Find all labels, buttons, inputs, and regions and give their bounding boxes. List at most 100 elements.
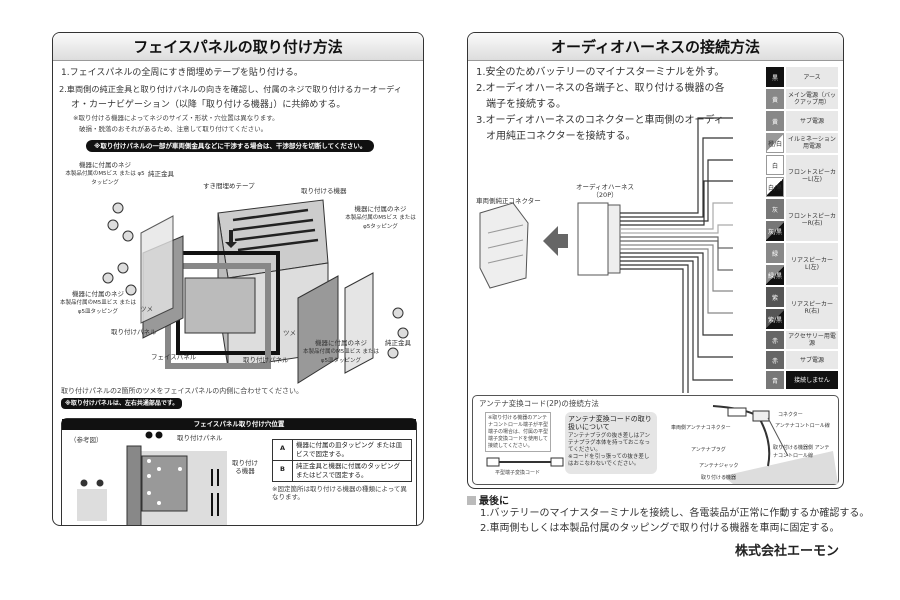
- wire-label: リアスピーカーR(右): [786, 287, 838, 329]
- step: 1.フェイスパネルの全周にすき間埋めテープを貼り付ける。: [61, 68, 303, 78]
- antenna-box: アンテナ変換コード(2P)の接続方法 ※取り付ける機器のアンテナコントロール端子…: [472, 395, 839, 485]
- label: 取り付けパネル: [243, 356, 289, 364]
- label: ツメ: [283, 329, 296, 337]
- step: 3.オーディオハーネスのコネクターと車両側のオーディ: [476, 115, 724, 126]
- label: 車両側アンテナコネクター: [671, 425, 731, 431]
- final-title: 最後に: [479, 496, 509, 507]
- step: 端子を接続する。: [486, 99, 566, 110]
- face-panel-section: フェイスパネルの取り付け方法 1.フェイスパネルの全周にすき間埋めテープを貼り付…: [52, 32, 424, 526]
- antenna-note: ※取り付ける機器のアンテナコントロール端子が平型端子の場合は、付属の平型端子変換…: [485, 412, 551, 452]
- wire-row: 赤アクセサリー用電源: [766, 331, 838, 349]
- wire-label: リアスピーカーL(左): [786, 243, 838, 285]
- section-title: オーディオハーネスの接続方法: [468, 33, 843, 61]
- label: 平型端子変換コード: [495, 470, 541, 476]
- wire-color: 黄: [766, 111, 784, 131]
- label: アンテナプラグ: [691, 447, 726, 453]
- label: 車両側純正コネクター: [476, 197, 541, 205]
- square-icon: [467, 496, 476, 505]
- label: 機器に付属のネジ本製品付属のM5ビス または φ5タッピング: [65, 161, 145, 186]
- label: 機器に付属のネジ本製品付属のM5ビス または φ5タッピング: [345, 205, 416, 230]
- wire-label: アクセサリー用電源: [786, 331, 838, 349]
- label: 機器に付属のネジ本製品付属のM5皿ビス または φ5皿タッピング: [303, 339, 379, 364]
- section-title: フェイスパネルの取り付け方法: [53, 33, 423, 61]
- marker-a: A: [273, 440, 293, 460]
- label: 取り付ける機器: [301, 187, 347, 195]
- step: 2.オーディオハーネスの各端子と、取り付ける機器の各: [476, 83, 725, 94]
- wire-color: 赤: [766, 331, 784, 349]
- hole-diagram: [77, 431, 227, 525]
- label: アンテナコントロール線: [775, 423, 830, 429]
- harness-section: オーディオハーネスの接続方法 1.安全のためバッテリーのマイナスターミナルを外す…: [467, 32, 844, 489]
- claw-note: 取り付けパネルの2箇所のツメをフェイスパネルの内側に合わせてください。: [61, 387, 304, 395]
- company-name: 株式会社エーモン: [735, 544, 840, 559]
- legend-a-text: 機器に付属の皿タッピング または皿ビスで固定する。: [296, 441, 403, 458]
- label: 機器に付属のネジ本製品付属のM5皿ビス または φ5皿タッピング: [60, 290, 136, 315]
- wire-row: 黒アース: [766, 67, 838, 87]
- antenna-title: アンテナ変換コード(2P)の接続方法: [479, 399, 599, 408]
- antenna-diagram: [712, 405, 838, 484]
- step: オ用純正コネクターを接続する。: [486, 131, 636, 142]
- wire-row: 灰灰/黒フロントスピーカーR(右): [766, 199, 838, 241]
- step: 1.安全のためバッテリーのマイナスターミナルを外す。: [476, 67, 725, 78]
- wire-color: 橙/白: [766, 133, 784, 153]
- label: 純正金具: [385, 339, 411, 347]
- wire-row: 橙/白イルミネーション用電源: [766, 133, 838, 153]
- label: 取り付ける機器: [701, 475, 737, 481]
- wire-label: サブ電源: [786, 111, 838, 131]
- wire-row: 緑緑/黒リアスピーカーL(左): [766, 243, 838, 285]
- note: ※取り付ける機器によってネジのサイズ・形状・穴位置は異なります。: [73, 114, 279, 122]
- wire-color: 灰/黒: [766, 221, 784, 241]
- handling-note: ※コードを引っ張っての抜き差しはおこなわないでください。: [568, 454, 650, 467]
- hole-box-title: フェイスパネル取り付け穴位置: [62, 419, 416, 430]
- harness-diagram: [479, 117, 733, 393]
- handling-box: アンテナ変換コードの取り扱いについて アンテナプラグの抜き差しはアンテナプラグ本…: [565, 412, 657, 474]
- cord-icon: [486, 457, 564, 467]
- legend-b-text: 純正金具と機器に付属のタッピング またはビスで固定する。: [296, 462, 400, 479]
- label: 取り付ける機器側 アンテナコントロール線: [773, 445, 830, 459]
- wire-color: 黄: [766, 89, 784, 109]
- label: 純正金具: [148, 170, 174, 178]
- wire-label: イルミネーション用電源: [786, 133, 838, 153]
- wire-color: 緑/黒: [766, 265, 784, 285]
- wire-label: 接続しません: [786, 371, 838, 389]
- label: アンテナジャック: [699, 463, 739, 469]
- wire-color: 白: [766, 155, 784, 175]
- wire-label: サブ電源: [786, 351, 838, 369]
- wire-color: 黒: [766, 67, 784, 87]
- wire-color: 赤: [766, 351, 784, 369]
- handling-text: アンテナプラグの抜き差しはアンテナプラグ本体を持っておこなってください。: [568, 433, 651, 453]
- common-part-note: ※取り付けパネルは、左右共通部品です。: [61, 398, 183, 409]
- wire-color: 灰: [766, 199, 784, 219]
- wire-color: 白/黒: [766, 177, 784, 197]
- note: 破損・脱落のおそれがあるため、注意して取り付けてください。: [79, 125, 268, 133]
- wire-row: 赤サブ電源: [766, 351, 838, 369]
- wire-label: フロントスピーカーL(左): [786, 155, 838, 197]
- warning-banner: ※取り付けパネルの一部が車両側金具などに干渉する場合は、干渉部分を切断してくださ…: [86, 140, 375, 152]
- wire-label: フロントスピーカーR(右): [786, 199, 838, 241]
- wire-row: 青接続しません: [766, 371, 838, 389]
- wire-color: 緑: [766, 243, 784, 263]
- wire-row: 紫紫/黒リアスピーカーR(右): [766, 287, 838, 329]
- label: すき間埋めテープ: [203, 182, 255, 190]
- label: 取り付けパネル: [111, 328, 157, 336]
- label: 取り付けパネル: [177, 434, 223, 442]
- label: オーディオハーネス（20P）: [576, 183, 635, 199]
- final-step: 2.車両側もしくは本製品付属のタッピングで取り付ける機器を車両に固定する。: [480, 523, 840, 534]
- label: （参考図）: [70, 436, 103, 444]
- exploded-diagram: [102, 199, 409, 384]
- step: 2.車両側の純正金具と取り付けパネルの向きを確認し、付属のネジで取り付けるカーオ…: [59, 84, 402, 94]
- label: ツメ: [140, 305, 153, 313]
- marker-b: B: [273, 461, 293, 481]
- wire-row: 白白/黒フロントスピーカーL(左): [766, 155, 838, 197]
- wire-row: 黄メイン電源（バックアップ用）: [766, 89, 838, 109]
- label: コネクター: [778, 412, 803, 418]
- step: オ・カーナビゲーション（以降「取り付ける機器」）に共締めする。: [71, 100, 346, 110]
- final-step: 1.バッテリーのマイナスターミナルを接続し、各電装品が正常に作動するか確認する。: [480, 508, 870, 519]
- label: 取り付ける機器: [232, 459, 258, 475]
- wire-row: 黄サブ電源: [766, 111, 838, 131]
- label: フェイスパネル: [151, 353, 197, 361]
- wire-label: アース: [786, 67, 838, 87]
- wire-color: 紫: [766, 287, 784, 307]
